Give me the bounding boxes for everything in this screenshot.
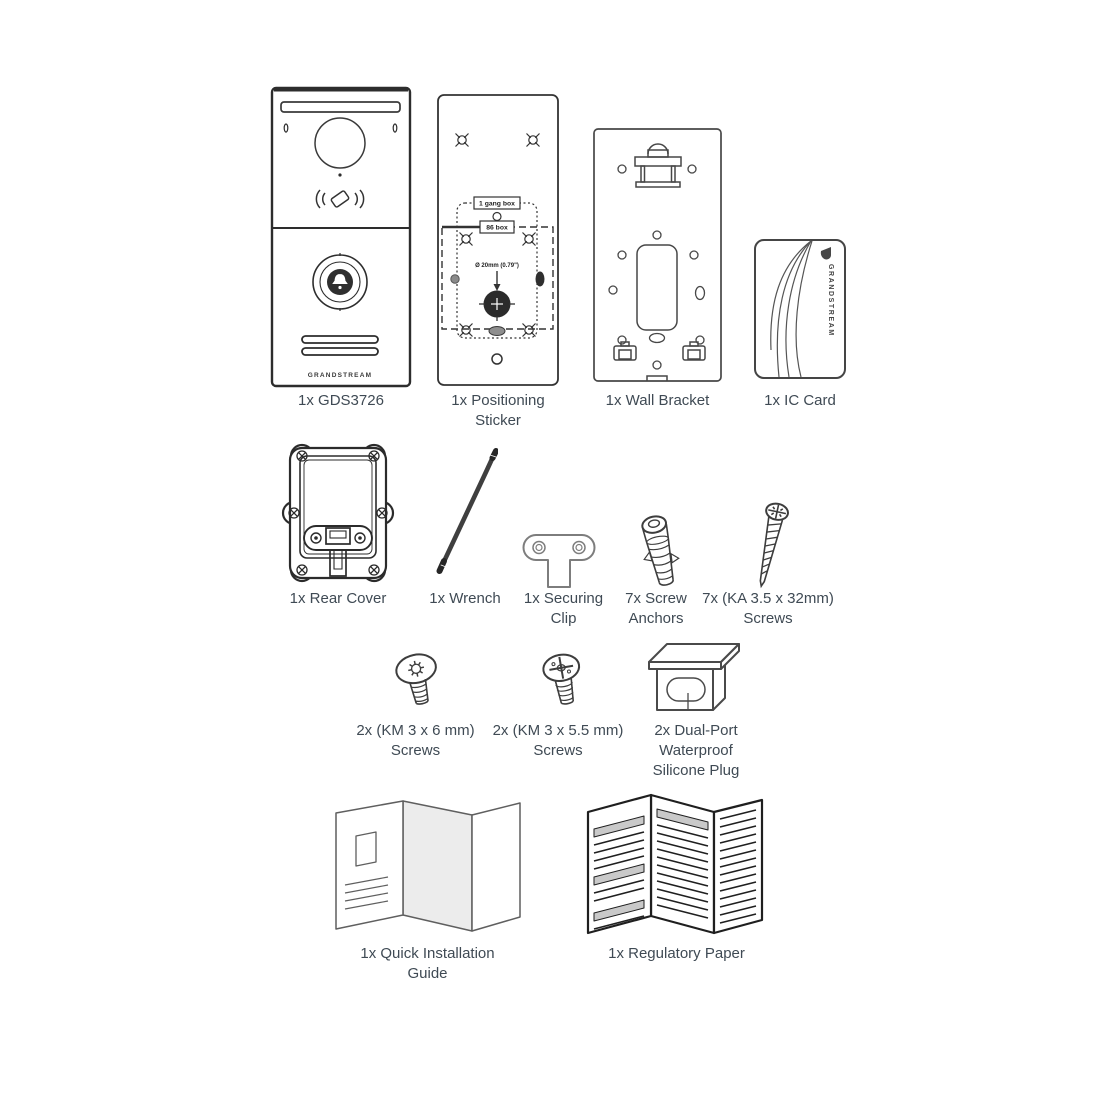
label-securing-clip: 1x Securing Clip	[523, 590, 604, 627]
rfid-wave-icon	[315, 189, 365, 209]
regulatory-paper-icon	[586, 793, 764, 935]
rear-cover-icon	[281, 443, 395, 583]
box86-label: 86 box	[486, 225, 508, 232]
km-3x6-screw-icon	[395, 653, 437, 705]
bracket-latch	[682, 341, 706, 361]
ic-card-icon: GRANDSTREAM	[754, 239, 846, 379]
bracket-latch	[613, 341, 637, 361]
silicone-plug-figure	[643, 636, 743, 718]
positioning-sticker-figure: 1 gang box 86 box Ø 20mm (0.79")	[436, 93, 560, 387]
km-3x55-screw-icon	[542, 653, 581, 705]
km-3x55-screw-figure	[528, 648, 594, 712]
securing-clip-icon	[522, 534, 596, 588]
doorbell-button-icon	[312, 253, 368, 311]
card-brand-text: GRANDSTREAM	[827, 264, 834, 337]
label-screw-anchors: 7x Screw Anchors	[625, 590, 687, 627]
km-3x6-screw-figure	[383, 648, 449, 712]
doorbell-device-icon: GRANDSTREAM	[270, 86, 412, 388]
ic-card-figure: GRANDSTREAM	[753, 238, 847, 380]
quick-install-guide-figure	[331, 796, 525, 938]
ka-screw-icon	[759, 502, 789, 589]
screw-anchor-figure	[634, 508, 686, 596]
wrench-figure	[408, 448, 498, 583]
ka-screw-figure	[744, 498, 796, 593]
label-gds3726: 1x GDS3726	[298, 392, 384, 409]
label-ka-screws: 7x (KA 3.5 x 32mm) Screws	[702, 590, 834, 627]
label-wall-bracket: 1x Wall Bracket	[605, 392, 710, 409]
wrench-icon	[436, 448, 498, 574]
label-km-3x55-screws: 2x (KM 3 x 5.5 mm) Screws	[492, 722, 624, 759]
card-swoosh	[770, 240, 813, 378]
label-quick-install-guide: 1x Quick Installation Guide	[360, 945, 495, 982]
label-rear-cover: 1x Rear Cover	[289, 590, 387, 607]
regulatory-paper-figure	[581, 789, 769, 941]
screw-anchor-icon	[641, 515, 680, 586]
label-regulatory-paper: 1x Regulatory Paper	[608, 945, 745, 962]
label-positioning-sticker: 1x Positioning Sticker	[451, 392, 545, 429]
hole-diameter-label: Ø 20mm (0.79")	[475, 263, 519, 269]
wall-bracket-figure	[591, 126, 724, 384]
label-ic-card: 1x IC Card	[764, 392, 836, 409]
gang-box-label: 1 gang box	[479, 201, 515, 208]
bracket-hook	[634, 143, 682, 188]
silicone-plug-icon	[648, 643, 740, 711]
positioning-sticker-icon: 1 gang box 86 box Ø 20mm (0.79")	[437, 94, 559, 386]
securing-clip-figure	[519, 529, 605, 595]
rear-cover-latch	[303, 525, 373, 577]
quick-install-guide-icon	[335, 800, 521, 932]
rear-cover-figure	[280, 442, 396, 584]
label-km-3x6-screws: 2x (KM 3 x 6 mm) Screws	[356, 722, 475, 759]
drill-hole-mark	[479, 290, 515, 321]
device-brand-text: GRANDSTREAM	[308, 372, 372, 379]
label-wrench: 1x Wrench	[429, 590, 501, 607]
wall-bracket-icon	[593, 128, 722, 382]
gds3726-figure: GRANDSTREAM	[270, 86, 412, 388]
label-silicone-plug: 2x Dual-Port Waterproof Silicone Plug	[652, 722, 740, 779]
grandstream-logo-icon	[820, 247, 831, 260]
